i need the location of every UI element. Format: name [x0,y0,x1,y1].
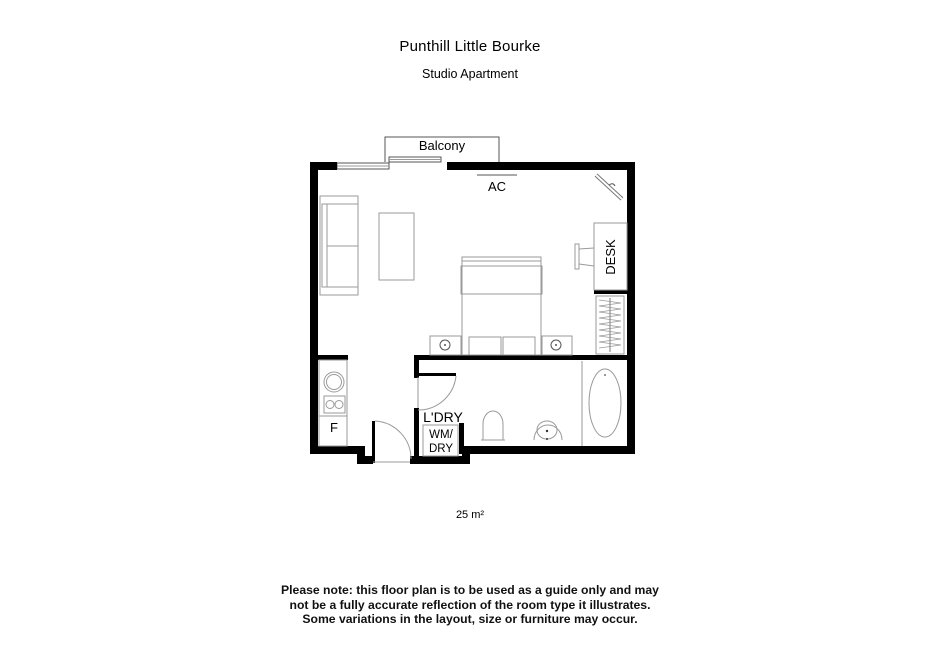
disclaimer-line: Please note: this floor plan is to be us… [281,583,659,597]
floor-area: 25 m² [455,509,485,521]
sink [323,395,346,414]
walls [310,162,635,464]
basin [533,420,563,441]
laundry-label: L'DRY [423,409,463,425]
sofa [319,195,359,296]
entry-door[interactable] [372,420,412,463]
svg-text:DRY: DRY [429,443,453,455]
bathroom [481,361,622,446]
washer-dryer: WM/ DRY [422,424,459,457]
desk-label: DESK [603,239,618,275]
disclaimer-line: Some variations in the layout, size or f… [302,612,638,626]
air-conditioner: AC [477,174,517,194]
wardrobe [595,295,625,355]
ac-label: AC [488,179,506,194]
bathtub [588,368,622,438]
double-bed [460,256,543,356]
cooktop [323,371,345,393]
desk-chair [574,243,595,270]
balcony: Balcony [384,136,500,162]
toilet [481,410,505,441]
property-title: Punthill Little Bourke [399,38,541,55]
tv [594,173,624,201]
bedside-table-left [429,335,462,356]
room-type-subtitle: Studio Apartment [422,67,518,81]
coffee-table [378,212,415,281]
laundry: L'DRY WM/ DRY [422,409,464,457]
sliding-balcony-door[interactable] [336,156,442,170]
balcony-label: Balcony [419,138,466,153]
desk: DESK [593,222,628,291]
disclaimer-line: not be a fully accurate reflection of th… [289,597,651,612]
svg-text:WM/: WM/ [429,429,453,441]
bathroom-door[interactable] [417,373,457,411]
bedside-table-right [541,335,573,356]
disclaimer: Please note: this floor plan is to be us… [0,583,940,627]
fridge-label: F [330,420,338,435]
kitchenette: F [318,359,348,447]
